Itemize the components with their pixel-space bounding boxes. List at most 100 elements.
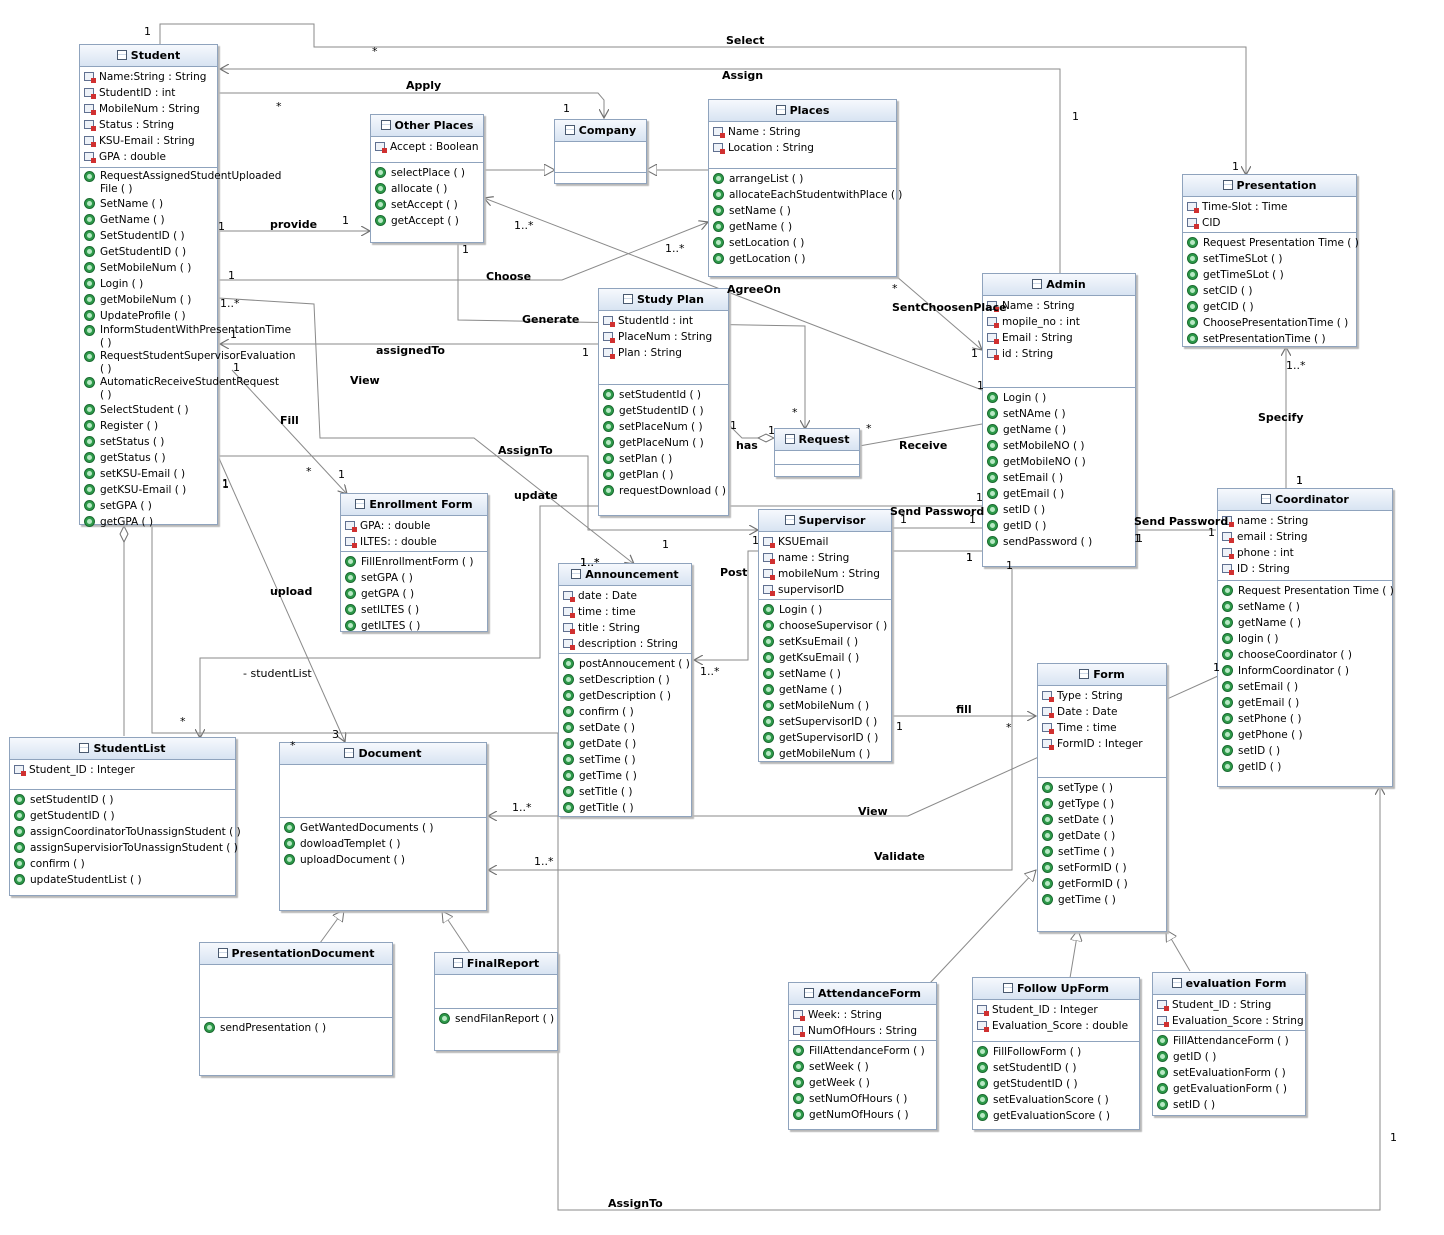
operation-row: getWeek ( ) bbox=[789, 1075, 936, 1091]
attribute-row: phone : int bbox=[1218, 545, 1392, 561]
operation-row: setStudentID ( ) bbox=[973, 1060, 1139, 1076]
operation-text: ChoosePresentationTime ( ) bbox=[1203, 317, 1349, 329]
class-other-places[interactable]: Other Places Accept : Boolean selectPlac… bbox=[370, 114, 484, 243]
class-request[interactable]: Request bbox=[774, 428, 860, 477]
attribute-row: Evaluation_Score : String bbox=[1153, 1013, 1305, 1029]
class-coordinator[interactable]: Coordinator name : String email : String… bbox=[1217, 488, 1394, 787]
multiplicity: 1 bbox=[1232, 160, 1239, 173]
attribute-icon bbox=[603, 348, 615, 359]
operation-row: getCID ( ) bbox=[1183, 299, 1356, 315]
attribute-row: FormID : Integer bbox=[1038, 736, 1166, 752]
operation-row: getID ( ) bbox=[983, 518, 1135, 534]
label-assign: Assign bbox=[722, 69, 764, 82]
operation-icon bbox=[713, 237, 724, 248]
operation-text: getEvaluationScore ( ) bbox=[993, 1110, 1110, 1122]
operation-row: setCID ( ) bbox=[1183, 283, 1356, 299]
attribute-row: name : String bbox=[1218, 513, 1392, 529]
operation-icon bbox=[84, 377, 95, 388]
operation-text: getAccept ( ) bbox=[391, 215, 459, 227]
class-company[interactable]: Company bbox=[554, 119, 647, 184]
operation-icon bbox=[1222, 681, 1233, 692]
label-agree-on: AgreeOn bbox=[727, 283, 781, 296]
class-enrollment-form[interactable]: Enrollment Form GPA: : double ILTES: : d… bbox=[340, 493, 488, 632]
operation-row: setILTES ( ) bbox=[341, 602, 487, 618]
class-form-name: Form bbox=[1093, 668, 1125, 681]
operation-row: getTitle ( ) bbox=[559, 800, 691, 816]
operation-icon bbox=[563, 738, 574, 749]
operation-row: getTime ( ) bbox=[559, 768, 691, 784]
operation-row: getAccept ( ) bbox=[371, 213, 483, 229]
operation-text: Login ( ) bbox=[1003, 392, 1047, 404]
operation-icon bbox=[1222, 665, 1233, 676]
attribute-text: Evaluation_Score : String bbox=[1172, 1015, 1304, 1027]
label-choose: Choose bbox=[486, 270, 532, 283]
operation-row: ChoosePresentationTime ( ) bbox=[1183, 315, 1356, 331]
attribute-icon bbox=[987, 333, 999, 344]
label-generate: Generate bbox=[522, 313, 580, 326]
attribute-text: KSU-Email : String bbox=[99, 135, 195, 147]
operation-row: setTitle ( ) bbox=[559, 784, 691, 800]
class-announcement[interactable]: Announcement date : Date time : time tit… bbox=[558, 563, 692, 817]
class-followup-form[interactable]: Follow UpForm Student_ID : Integer Evalu… bbox=[972, 977, 1140, 1130]
operation-text: getTime ( ) bbox=[1058, 894, 1116, 906]
operation-text: setID ( ) bbox=[1173, 1099, 1216, 1111]
class-icon bbox=[217, 948, 228, 958]
operation-row: getName ( ) bbox=[709, 219, 896, 235]
class-study-plan-header: Study Plan bbox=[599, 289, 728, 311]
attribute-row: Time-Slot : Time bbox=[1183, 199, 1356, 215]
attribute-icon bbox=[763, 553, 775, 564]
class-icon bbox=[623, 294, 633, 304]
attribute-icon bbox=[84, 72, 96, 83]
multiplicity: * bbox=[306, 465, 312, 478]
label-fill-form: fill bbox=[956, 703, 972, 716]
operation-icon bbox=[603, 405, 614, 416]
attribute-row: Name : String bbox=[983, 298, 1135, 314]
multiplicity: 1 bbox=[969, 513, 976, 526]
operation-text: setStatus ( ) bbox=[100, 436, 165, 448]
attribute-icon bbox=[84, 104, 96, 115]
operation-row: getID ( ) bbox=[1153, 1049, 1305, 1065]
multiplicity: 1 bbox=[896, 720, 903, 733]
multiplicity: * bbox=[866, 422, 872, 435]
operation-icon bbox=[84, 171, 95, 182]
operation-row: setName ( ) bbox=[1218, 599, 1392, 615]
multiplicity: 1 bbox=[971, 347, 978, 360]
class-student[interactable]: Student Name:String : String StudentID :… bbox=[79, 44, 296, 528]
attribute-icon bbox=[1042, 691, 1054, 702]
class-request-header: Request bbox=[775, 429, 859, 451]
class-evaluation-form[interactable]: evaluation Form Student_ID : String Eval… bbox=[1152, 972, 1306, 1116]
class-supervisor[interactable]: Supervisor KSUEmail name : String mobile… bbox=[758, 509, 892, 762]
class-study-plan[interactable]: Study Plan StudentId : int PlaceNum : St… bbox=[598, 288, 729, 516]
attribute-icon bbox=[987, 349, 999, 360]
operation-icon bbox=[563, 658, 574, 669]
class-final-report-name: FinalReport bbox=[466, 957, 540, 970]
operation-icon bbox=[1042, 830, 1053, 841]
class-presentation-document[interactable]: PresentationDocument sendPresentation ( … bbox=[199, 942, 393, 1076]
operation-icon bbox=[1222, 585, 1233, 596]
operation-row: GetName ( ) bbox=[80, 212, 217, 228]
operation-icon bbox=[345, 604, 356, 615]
operation-icon bbox=[793, 1109, 804, 1120]
operation-icon bbox=[987, 536, 998, 547]
operation-row: setEmail ( ) bbox=[983, 470, 1135, 486]
attribute-text: Name : String bbox=[1002, 300, 1075, 312]
operation-text: InformStudentWithPresentationTime ( ) bbox=[100, 324, 292, 349]
operation-row: setEvaluationScore ( ) bbox=[973, 1092, 1139, 1108]
class-attendance-form[interactable]: AttendanceForm Week: : String NumOfHours… bbox=[788, 982, 937, 1130]
class-presentation[interactable]: Presentation Time-Slot : Time CID Reques… bbox=[1182, 174, 1359, 347]
operation-text: getMobileNum ( ) bbox=[100, 294, 192, 306]
class-document[interactable]: Document GetWantedDocuments ( ) dowloadT… bbox=[279, 742, 487, 911]
operation-icon bbox=[1222, 713, 1233, 724]
attribute-text: Plan : String bbox=[618, 347, 682, 359]
operation-row: Register ( ) bbox=[80, 418, 217, 434]
operation-row: setGPA ( ) bbox=[80, 498, 217, 514]
class-supervisor-operations: Login ( ) chooseSupervisor ( ) setKsuEma… bbox=[759, 600, 891, 764]
operation-text: getTitle ( ) bbox=[579, 802, 634, 814]
class-final-report[interactable]: FinalReport sendFilanReport ( ) bbox=[434, 952, 558, 1051]
attribute-text: CID bbox=[1202, 217, 1221, 229]
class-form[interactable]: Form Type : String Date : Date Time : ti… bbox=[1037, 663, 1167, 932]
class-student-list[interactable]: StudentList Student_ID : Integer setStud… bbox=[9, 737, 241, 896]
class-places[interactable]: Places Name : String Location : String a… bbox=[708, 99, 902, 277]
class-admin[interactable]: Admin Name : String mopile_no : int Emai… bbox=[982, 273, 1136, 567]
attribute-icon bbox=[563, 639, 575, 650]
